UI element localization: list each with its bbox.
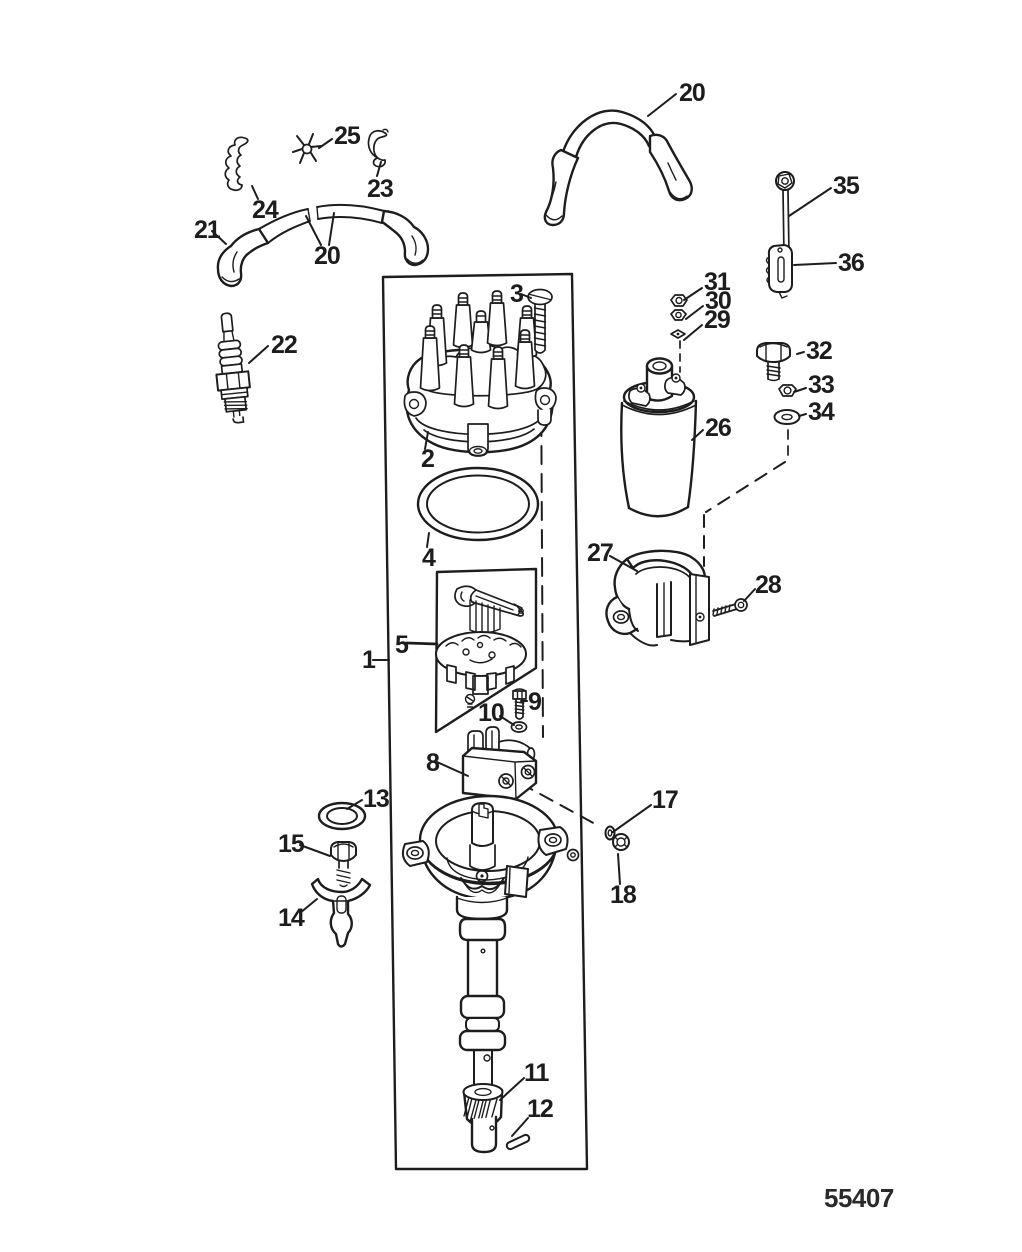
callout-11: 11	[524, 1059, 550, 1087]
wire-boot	[216, 227, 270, 288]
cap-screw	[527, 288, 553, 354]
callout-23: 23	[367, 175, 393, 203]
callout-35: 35	[833, 172, 860, 200]
coil-terminal-nut-31	[670, 294, 688, 307]
callout-33: 33	[808, 371, 834, 399]
rotor-kit-box	[434, 567, 538, 734]
pickup-sensor	[461, 726, 538, 801]
wire-clip-23	[367, 128, 389, 168]
bracket-washer	[773, 409, 801, 425]
callout-28: 28	[755, 571, 782, 599]
coil-terminal-nut-30	[670, 309, 687, 321]
callout-31: 31	[704, 268, 731, 296]
ignition-coil	[620, 357, 698, 518]
wire-clip-24	[224, 136, 249, 192]
callout-8: 8	[426, 749, 440, 777]
spark-plug	[215, 312, 251, 424]
callout-21: 21	[194, 216, 221, 244]
sensor-screw	[512, 688, 527, 720]
holddown-washer	[317, 801, 367, 831]
leader-lines	[211, 93, 837, 1137]
callout-15: 15	[278, 830, 305, 858]
callout-2: 2	[421, 445, 434, 473]
main-assembly-box	[381, 272, 589, 1171]
callout-26: 26	[705, 414, 731, 442]
callout-labels: 20 25 23 24 21 20 35 36 22 3 31 30 29 32…	[194, 79, 894, 1213]
callout-14: 14	[278, 904, 305, 932]
coil-terminal	[628, 387, 651, 407]
spark-plug-wire-right	[543, 109, 693, 227]
callout-25: 25	[334, 122, 361, 150]
shaft-nut	[612, 833, 630, 851]
coil-terminal-washer-29	[670, 329, 686, 339]
wire-boot	[543, 148, 580, 227]
wire-clip-25	[292, 133, 322, 164]
callout-27: 27	[587, 539, 613, 567]
wire-retainer-36	[765, 244, 793, 299]
callout-36: 36	[838, 249, 864, 277]
clamp-screw	[712, 598, 748, 617]
wire-boot	[380, 209, 430, 267]
sensor-washer	[510, 721, 528, 733]
spark-plug-wire-left	[216, 203, 430, 288]
callout-13: 13	[363, 785, 389, 813]
callout-24: 24	[252, 196, 279, 224]
callout-20-left: 20	[314, 242, 340, 270]
distributor-housing	[401, 794, 580, 901]
figure-number: 55407	[824, 1183, 894, 1213]
callout-29: 29	[704, 306, 730, 334]
callout-10: 10	[478, 699, 504, 727]
cap-gasket-oring	[416, 466, 540, 542]
shaft-oring	[604, 825, 616, 841]
callout-3: 3	[510, 280, 523, 308]
gear-roll-pin	[505, 1133, 531, 1151]
callout-30: 30	[705, 287, 731, 315]
callout-9: 9	[528, 688, 541, 716]
callout-4: 4	[422, 544, 436, 572]
holddown-clamp	[310, 877, 372, 948]
rotor-screw	[464, 693, 476, 711]
callout-20-top: 20	[679, 79, 705, 107]
rotor-wheel	[435, 631, 527, 695]
drive-gear	[462, 1083, 504, 1154]
callout-12: 12	[527, 1095, 553, 1123]
callout-1: 1	[362, 646, 376, 674]
coil-clamp-bracket	[605, 549, 710, 647]
cap-towers	[419, 290, 538, 410]
callout-17: 17	[652, 786, 678, 814]
callout-22: 22	[271, 331, 297, 359]
callout-32: 32	[806, 337, 832, 365]
holddown-screw	[330, 841, 357, 888]
callout-5: 5	[395, 631, 409, 659]
rotor-blade	[454, 585, 525, 634]
callout-18: 18	[610, 881, 637, 909]
bracket-nut	[778, 384, 797, 397]
distributor-shaft	[455, 895, 509, 1089]
bracket-bolt	[756, 342, 791, 382]
distributor-cap	[403, 290, 557, 457]
callout-34: 34	[808, 398, 835, 426]
wire-boot	[648, 133, 693, 202]
